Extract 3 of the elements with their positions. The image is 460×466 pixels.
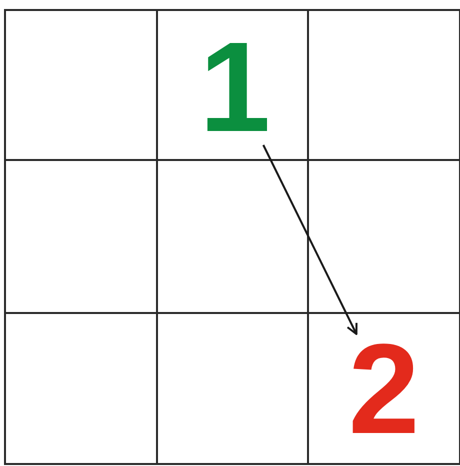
number-label: 1	[203, 30, 267, 145]
arrow	[262, 144, 358, 335]
number-label: 2	[350, 334, 418, 446]
